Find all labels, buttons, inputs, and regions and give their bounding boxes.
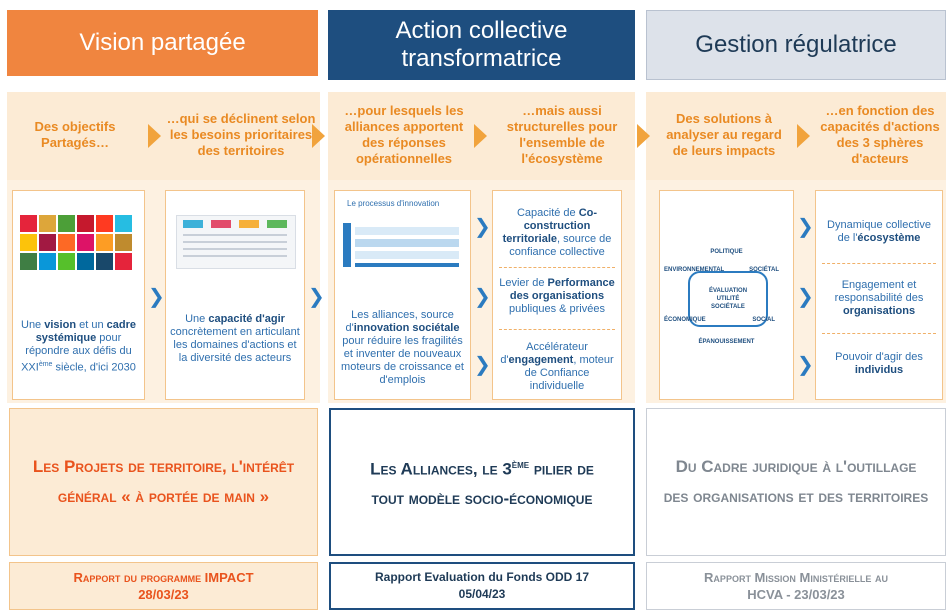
blue-chevron-icon: ❯	[308, 284, 325, 308]
sdg-tile	[20, 253, 37, 270]
header-vision-partagee: Vision partagée	[7, 10, 318, 76]
card-evaluation: POLITIQUE ENVIRONNEMENTAL SOCIÉTAL ÉVALU…	[659, 190, 794, 400]
label-societal: SOCIÉTAL	[749, 267, 779, 273]
orange-chevron-icon	[148, 124, 161, 148]
report-mission-ministerielle: Rapport Mission Ministérielle au HCVA - …	[646, 562, 946, 610]
report-mission-date: HCVA - 23/03/23	[747, 587, 845, 602]
orange-chevron-icon	[312, 124, 325, 148]
levier-performance: Levier de Performance des organisations …	[499, 277, 615, 315]
orange-chevron-icon	[637, 124, 650, 148]
sdg-tile	[77, 234, 94, 251]
label-environnemental: ENVIRONNEMENTAL	[664, 267, 725, 273]
sdg-tile	[96, 234, 113, 251]
evaluation-center-hex: ÉVALUATION UTILITÉ SOCIÉTALE	[688, 271, 768, 327]
orange-chevron-icon	[474, 124, 487, 148]
subtitle-structurelles: …mais aussi structurelles pour l'ensembl…	[506, 103, 618, 166]
card-capacite-text: Une capacité d'agir concrètement en arti…	[170, 313, 300, 364]
report-fonds-odd: Rapport Evaluation du Fonds ODD 17 05/04…	[329, 562, 635, 610]
header-action-label: Action collective transformatrice	[395, 17, 568, 72]
capacite-coconstruction: Capacité de Co-construction territoriale…	[502, 207, 612, 258]
blue-chevron-icon: ❯	[474, 214, 491, 238]
card-capacites: Capacité de Co-construction territoriale…	[492, 190, 622, 400]
innovation-process-image	[343, 213, 463, 277]
card-innovation: Le processus d'innovation Les alliances,…	[334, 190, 471, 400]
subtitle-band-1	[7, 92, 320, 180]
header-vision-label: Vision partagée	[79, 29, 246, 56]
label-epanouissement: ÉPANOUISSEMENT	[698, 339, 755, 345]
report-impact-date: 28/03/23	[138, 587, 189, 602]
box-projets-territoire: Les Projets de territoire, l'intérêt gén…	[9, 408, 318, 556]
subtitle-band-3	[646, 92, 946, 180]
blue-chevron-icon: ❯	[797, 214, 814, 238]
sdg-tile	[20, 215, 37, 232]
blue-chevron-icon: ❯	[474, 284, 491, 308]
report-odd-title: Rapport Evaluation du Fonds ODD 17	[374, 570, 589, 584]
sdg-tile	[77, 253, 94, 270]
subtitle-besoins-territoires: …qui se déclinent selon les besoins prio…	[166, 111, 316, 158]
blue-chevron-icon: ❯	[797, 352, 814, 376]
subtitle-solutions-impacts: Des solutions à analyser au regard de le…	[666, 111, 782, 158]
orange-chevron-icon	[797, 124, 810, 148]
report-impact: Rapport du programme IMPACT 28/03/23	[9, 562, 318, 610]
sdg-tile	[96, 215, 113, 232]
label-evaluation-center: ÉVALUATION UTILITÉ SOCIÉTALE	[708, 288, 748, 310]
header-gestion-regulatrice: Gestion régulatrice	[646, 10, 946, 80]
sdg-tile	[58, 234, 75, 251]
sdg-icons-grid	[20, 215, 132, 270]
sdg-tile	[20, 234, 37, 251]
divider	[822, 333, 936, 334]
divider	[822, 263, 936, 264]
sphere-individus: Pouvoir d'agir des individus	[835, 351, 923, 376]
subtitle-objectifs-partages: Des objectifs Partagés…	[34, 119, 116, 150]
divider	[499, 329, 615, 330]
blue-chevron-icon: ❯	[148, 284, 165, 308]
sdg-tile	[77, 215, 94, 232]
blue-chevron-icon: ❯	[474, 352, 491, 376]
box-cadre-juridique: Du Cadre juridique à l'outillage des org…	[646, 408, 946, 556]
subtitle-capacites-actions: …en fonction des capacités d'actions des…	[820, 103, 940, 166]
label-social: SOCIAL	[752, 317, 775, 323]
card-capacite-agir: Une capacité d'agir concrètement en arti…	[165, 190, 305, 400]
domains-diagram-image	[176, 215, 296, 269]
divider	[499, 267, 615, 268]
subtitle-reponses-operationnelles: …pour lesquels les alliances apportent d…	[344, 103, 464, 166]
report-impact-title: Rapport du programme IMPACT	[73, 570, 254, 585]
label-politique: POLITIQUE	[710, 249, 743, 255]
sphere-ecosysteme: Dynamique collective de l'écosystème	[827, 219, 931, 244]
card-sdg-vision: Une vision et un cadre systémique pour r…	[12, 190, 145, 400]
sphere-organisations: Engagement et responsabilité des organis…	[834, 279, 924, 317]
report-mission-title: Rapport Mission Ministérielle au	[704, 570, 888, 585]
report-odd-date: 05/04/23	[458, 587, 506, 601]
sdg-tile	[58, 215, 75, 232]
label-economique: ÉCONOMIQUE	[664, 317, 706, 323]
card-sdg-text: Une vision et un cadre systémique pour r…	[21, 319, 136, 374]
sdg-tile	[115, 253, 132, 270]
sdg-tile	[115, 215, 132, 232]
header-action-collective: Action collective transformatrice	[328, 10, 635, 80]
sdg-tile	[58, 253, 75, 270]
sdg-tile	[115, 234, 132, 251]
card-spheres: Dynamique collective de l'écosystème Eng…	[815, 190, 943, 400]
sdg-tile	[39, 215, 56, 232]
sdg-tile	[96, 253, 113, 270]
header-gestion-label: Gestion régulatrice	[695, 31, 897, 58]
card-innovation-text: Les alliances, source d'innovation socié…	[341, 309, 464, 386]
sdg-tile	[39, 234, 56, 251]
accelerateur-engagement: Accélérateur d'engagement, moteur de Con…	[500, 341, 614, 392]
blue-chevron-icon: ❯	[797, 284, 814, 308]
box-alliances: Les Alliances, le 3ème pilier de tout mo…	[329, 408, 635, 556]
process-title: Le processus d'innovation	[347, 199, 440, 208]
sdg-tile	[39, 253, 56, 270]
